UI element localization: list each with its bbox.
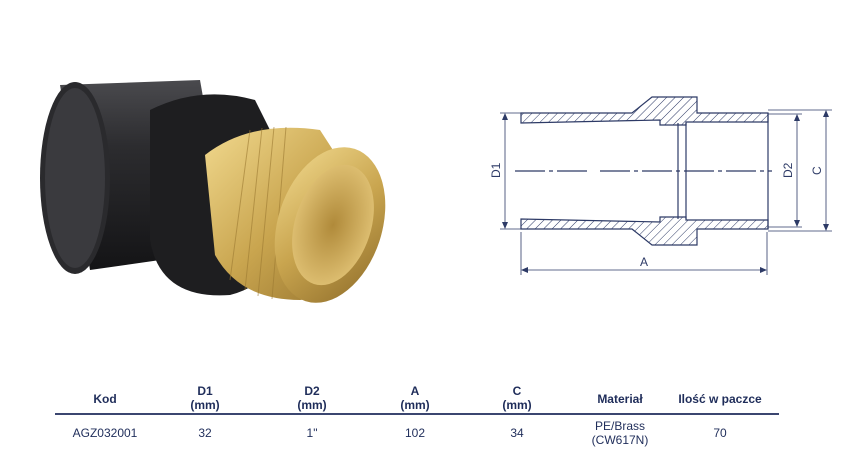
- dim-label-a: A: [640, 255, 648, 269]
- dim-label-d2: D2: [781, 162, 795, 178]
- header-label: C: [512, 384, 522, 398]
- header-material: Materiał: [565, 392, 675, 406]
- cell-qty: 70: [713, 426, 727, 440]
- header-unit: (mm): [297, 398, 327, 412]
- header-d1: D1(mm): [150, 384, 260, 412]
- cell-material: PE/Brass(CW617N): [565, 419, 675, 447]
- header-label: Ilość w paczce: [678, 392, 762, 406]
- cell-d2: 1": [306, 426, 318, 440]
- header-label: A: [410, 384, 420, 398]
- cell-a: 102: [404, 426, 426, 440]
- cell-d1: 32: [198, 426, 212, 440]
- cell-c: 34: [510, 426, 524, 440]
- header-label: D1: [197, 384, 213, 398]
- header-a: A(mm): [360, 384, 470, 412]
- header-unit: (mm): [502, 398, 532, 412]
- product-photo: [40, 80, 386, 303]
- material-line: PE/Brass: [594, 419, 645, 433]
- header-label: Materiał: [597, 392, 643, 406]
- header-unit: (mm): [400, 398, 430, 412]
- header-unit: (mm): [190, 398, 220, 412]
- material-grade: (CW617N): [591, 433, 649, 447]
- cell-kod: AGZ032001: [72, 426, 138, 440]
- header-c: C(mm): [462, 384, 572, 412]
- technical-drawing: D1 D2 C A: [489, 96, 832, 275]
- header-divider: [55, 413, 779, 415]
- dim-label-c: C: [810, 166, 824, 175]
- header-kod: Kod: [50, 392, 160, 406]
- header-qty: Ilość w paczce: [665, 392, 775, 406]
- dim-label-d1: D1: [489, 162, 503, 178]
- header-label: D2: [304, 384, 320, 398]
- header-label: Kod: [93, 392, 117, 406]
- header-d2: D2(mm): [257, 384, 367, 412]
